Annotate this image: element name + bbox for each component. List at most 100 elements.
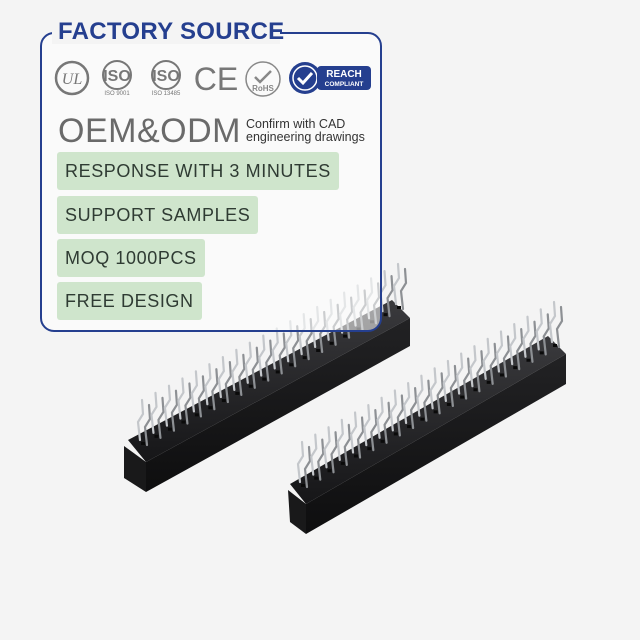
connector-pin	[190, 370, 199, 413]
connector-pin	[258, 334, 266, 377]
connector-right-pins	[296, 300, 564, 489]
ul-icon: UL	[54, 60, 90, 96]
connector-pin	[389, 389, 397, 432]
svg-text:UL: UL	[62, 71, 83, 88]
connector-pin	[217, 355, 225, 399]
connector-pin	[323, 426, 331, 469]
connector-pin	[211, 368, 219, 411]
pin-hole	[367, 447, 372, 451]
iso-13485-icon: ISO ISO 13485	[144, 60, 188, 97]
connector-pin	[376, 396, 384, 439]
connector-pin	[436, 372, 444, 415]
svg-text:REACH: REACH	[326, 69, 362, 80]
connector-pin	[150, 391, 158, 434]
cad-note: Confirm with CAD engineering drawings	[246, 118, 365, 144]
iso-13485-label: ISO 13485	[151, 91, 181, 97]
connector-pin	[238, 353, 246, 396]
connector-pin	[396, 394, 404, 437]
connector-pin	[469, 345, 477, 388]
connector-pin	[476, 350, 484, 393]
connector-pin	[489, 342, 497, 385]
pin-hole	[302, 356, 307, 360]
cad-note-line2: engineering drawings	[246, 130, 365, 144]
connector-pin	[482, 337, 490, 380]
connector-pin	[317, 438, 325, 481]
pin-hole	[167, 427, 172, 431]
svg-text:ISO: ISO	[103, 68, 131, 85]
pin-hole	[513, 366, 518, 370]
pin-hole	[181, 420, 186, 424]
connector-pin	[429, 367, 437, 410]
pin-hole	[301, 484, 305, 487]
connector-pin	[529, 320, 537, 363]
connector-pin	[370, 409, 378, 452]
connector-pin	[136, 398, 145, 442]
connector-pin	[542, 313, 550, 356]
connector-pin	[522, 315, 530, 358]
pin-hole	[473, 388, 478, 392]
connector-pin	[170, 389, 179, 432]
connector-pin	[349, 411, 358, 454]
cad-note-line1: Confirm with CAD	[246, 117, 346, 131]
pin-hole	[154, 434, 159, 438]
connector-pin	[157, 396, 165, 439]
connector-pin	[555, 305, 564, 349]
svg-text:COMPLIANT: COMPLIANT	[325, 81, 364, 88]
connector-pin	[343, 423, 351, 466]
pin-hole	[343, 334, 348, 338]
connector-pin	[392, 262, 401, 306]
connector-pin	[516, 328, 524, 371]
connector-pin	[163, 384, 172, 427]
feature-tag-samples: SUPPORT SAMPLES	[57, 196, 259, 234]
pin-hole	[354, 454, 359, 458]
connector-pin	[463, 357, 471, 400]
pin-hole	[208, 406, 213, 410]
pin-hole	[446, 402, 451, 406]
connector-pin	[416, 374, 424, 417]
connector-pin	[278, 332, 286, 375]
connector-pin	[363, 404, 371, 447]
feature-tag-moq: MOQ 1000PCS	[57, 239, 205, 277]
pin-hole	[460, 395, 465, 399]
connector-pin	[204, 363, 212, 406]
connector-pin	[423, 379, 431, 422]
connector-pin	[265, 339, 273, 382]
pin-hole	[397, 306, 401, 309]
pin-hole	[407, 425, 412, 429]
connector-pin	[231, 348, 239, 391]
pin-hole	[275, 370, 280, 374]
connector-pin	[442, 359, 451, 403]
iso-9001-icon: ISO ISO 9001	[95, 60, 139, 97]
connector-pin	[535, 308, 543, 351]
reach-icon: REACH COMPLIANT	[287, 60, 373, 96]
pin-hole	[553, 344, 557, 347]
pin-hole	[141, 442, 145, 445]
pin-hole	[194, 413, 199, 417]
banner-title: FACTORY SOURCE	[58, 18, 285, 45]
pin-hole	[221, 399, 226, 403]
connector-pin	[449, 364, 458, 408]
frame-title-gap	[52, 22, 280, 44]
connector-pin	[336, 418, 344, 461]
svg-text:RoHS: RoHS	[252, 84, 274, 93]
connector-pin	[495, 330, 504, 373]
svg-text:ISO: ISO	[152, 68, 180, 85]
pin-hole	[327, 469, 332, 473]
pin-hole	[499, 373, 504, 377]
pin-hole	[420, 417, 425, 421]
connector-pin	[399, 267, 408, 311]
feature-tag-free-design: FREE DESIGN	[57, 282, 202, 320]
pin-hole	[340, 461, 345, 465]
connector-pin	[502, 335, 511, 378]
connector-pin	[409, 386, 418, 430]
connector-pin	[271, 327, 279, 370]
connector-pin	[402, 381, 411, 425]
pin-hole	[539, 351, 544, 355]
connector-pin	[292, 325, 300, 368]
connector-pin	[456, 352, 464, 395]
certification-row: UL ISO ISO 9001 ISO ISO 13485 CE RoHS	[54, 60, 373, 98]
connector-pin	[310, 433, 318, 476]
connector-pin	[509, 323, 517, 366]
connector-pin	[356, 416, 365, 459]
